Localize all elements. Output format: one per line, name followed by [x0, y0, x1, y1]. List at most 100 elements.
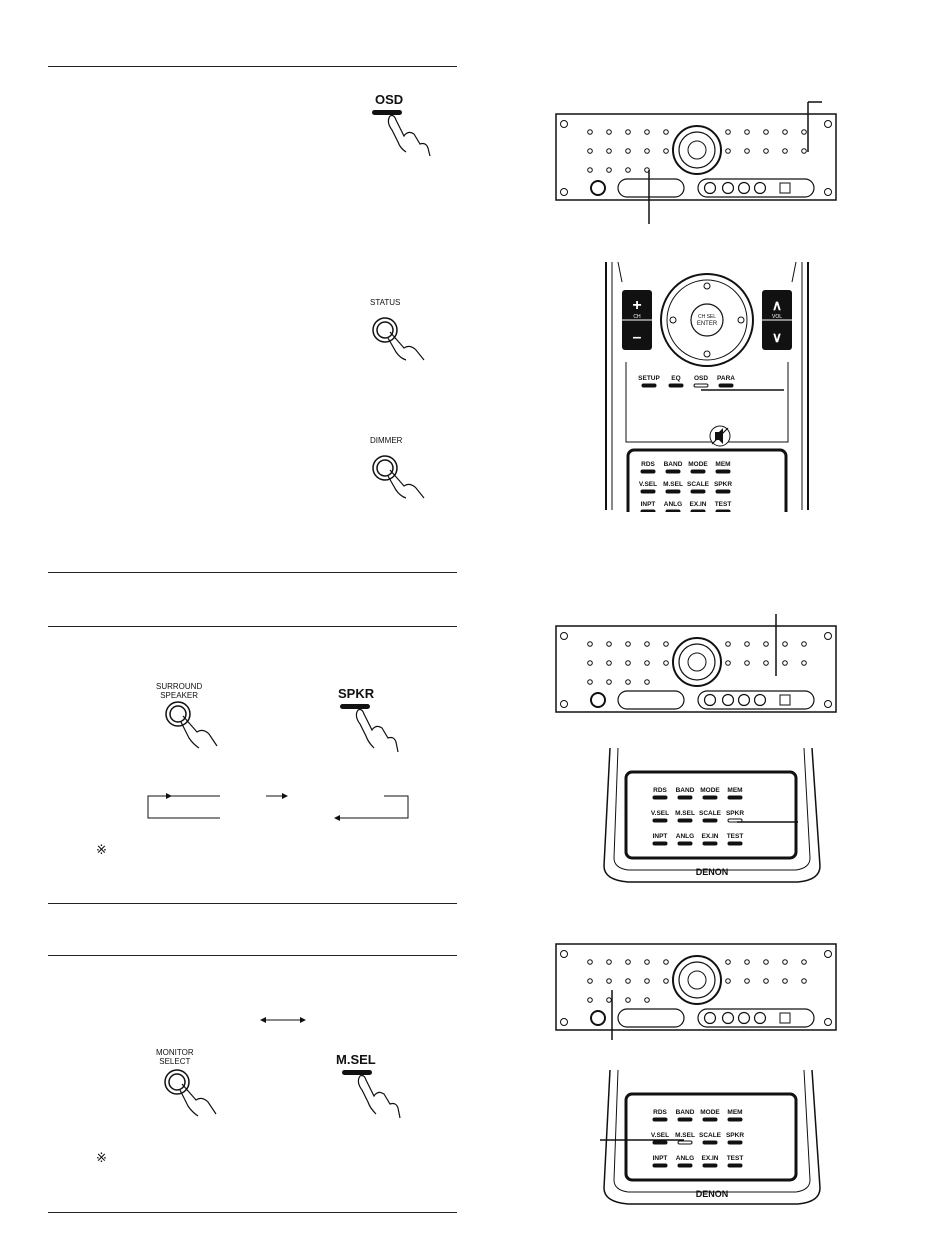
remote-key-label: PARA: [717, 375, 735, 382]
remote-key: [641, 383, 657, 388]
panel-button-dot: [744, 978, 750, 984]
ch-plus-text: +: [632, 297, 641, 314]
keypad-key: [727, 1117, 743, 1122]
panel-button-dot: [606, 997, 612, 1003]
panel-button-dot: [725, 959, 731, 965]
panel-button-dot: [663, 148, 669, 154]
panel-button-dot: [782, 129, 788, 135]
keypad-key-label: M.SEL: [663, 481, 683, 488]
screw-icon: [824, 188, 832, 196]
panel-button-dot: [763, 660, 769, 666]
msel-label: M.SEL: [336, 1052, 376, 1067]
panel-button-dot: [744, 660, 750, 666]
screw-icon: [824, 120, 832, 128]
keypad-key-label: V.SEL: [651, 1132, 669, 1139]
keypad-key-label: BAND: [664, 461, 683, 468]
keypad-key: [715, 469, 731, 474]
screw-icon: [560, 700, 568, 708]
osd-label: OSD: [375, 92, 404, 107]
input-jack-icon: [753, 1011, 767, 1025]
input-jack-icon: [703, 1011, 717, 1025]
keypad-key: [677, 1140, 693, 1145]
keypad-key: [652, 818, 668, 823]
input-jack-icon: [753, 181, 767, 195]
panel-button-dot: [801, 959, 807, 965]
keypad-key: [690, 509, 706, 512]
panel-button-dot: [644, 978, 650, 984]
ch-text: CH: [633, 314, 641, 320]
keypad-key: [640, 489, 656, 494]
keypad-key-label: MEM: [715, 461, 730, 468]
panel-button-dot: [782, 641, 788, 647]
keypad-key: [665, 469, 681, 474]
panel-button-dot: [606, 148, 612, 154]
input-jack-icon: [753, 693, 767, 707]
keypad-key-label: RDS: [641, 461, 655, 468]
keypad-key: [652, 795, 668, 800]
panel-button-dot: [744, 641, 750, 647]
dimmer-button-figure: DIMMER: [362, 436, 442, 501]
dimmer-label: DIMMER: [370, 436, 403, 445]
keypad-key-label: SCALE: [687, 481, 710, 488]
panel-button-dot: [663, 959, 669, 965]
screw-icon: [560, 188, 568, 196]
keypad-key-label: INPT: [653, 833, 668, 840]
remote-key-label: OSD: [694, 375, 708, 382]
msel-button-figure: M.SEL: [334, 1052, 424, 1124]
panel-display: [617, 690, 685, 710]
panel-button-dot: [644, 148, 650, 154]
keypad-key: [640, 509, 656, 512]
panel-display: [617, 1008, 685, 1028]
keypad-key-label: TEST: [727, 1155, 744, 1162]
panel-button-dot: [782, 660, 788, 666]
panel-button-dot: [606, 641, 612, 647]
keypad-key: [690, 489, 706, 494]
section-rule-2: [48, 572, 457, 573]
keypad-key-label: M.SEL: [675, 1132, 695, 1139]
keypad-key: [690, 469, 706, 474]
panel-button-dot: [744, 129, 750, 135]
keypad-key: [727, 1140, 743, 1145]
panel-button-dot: [644, 660, 650, 666]
vol-down-text: ∨: [772, 329, 782, 345]
panel-button-dot: [606, 679, 612, 685]
panel-button-dot: [625, 641, 631, 647]
keypad-key-label: RDS: [653, 1109, 667, 1116]
panel-button-dot: [801, 641, 807, 647]
keypad-key-label: MODE: [700, 1109, 720, 1116]
panel-dial-center: [687, 652, 707, 672]
panel-button-dot: [606, 660, 612, 666]
input-jack-icon: [737, 693, 751, 707]
panel-button-dot: [763, 641, 769, 647]
keypad-key: [677, 841, 693, 846]
panel-button-dot: [587, 679, 593, 685]
monitor-select-button-figure: MONITOR SELECT: [150, 1048, 240, 1120]
keypad-key-label: RDS: [653, 787, 667, 794]
vol-up-text: ∧: [772, 297, 782, 313]
panel-button-dot: [725, 148, 731, 154]
keypad-key-label: INPT: [653, 1155, 668, 1162]
keypad-key: [702, 1117, 718, 1122]
panel-button-dot: [801, 978, 807, 984]
remote-key-label: SETUP: [638, 375, 660, 382]
keypad-key-label: SPKR: [726, 810, 744, 817]
input-jack-icon: [703, 693, 717, 707]
keypad-key: [702, 795, 718, 800]
keypad-key: [677, 818, 693, 823]
note-mark-1: ※: [96, 842, 107, 857]
screw-icon: [824, 700, 832, 708]
remote-key: [718, 383, 734, 388]
panel-button-dot: [625, 129, 631, 135]
input-jack-icon: [703, 181, 717, 195]
vol-text: VOL: [772, 314, 782, 320]
section-rule-4: [48, 903, 457, 904]
note-mark-2: ※: [96, 1150, 107, 1165]
keypad-key: [702, 1140, 718, 1145]
keypad-key: [702, 818, 718, 823]
keypad-key-label: SPKR: [714, 481, 732, 488]
keypad-key-label: ANLG: [664, 501, 682, 508]
panel-button-dot: [625, 997, 631, 1003]
panel-button-dot: [625, 959, 631, 965]
panel-button-dot: [663, 978, 669, 984]
